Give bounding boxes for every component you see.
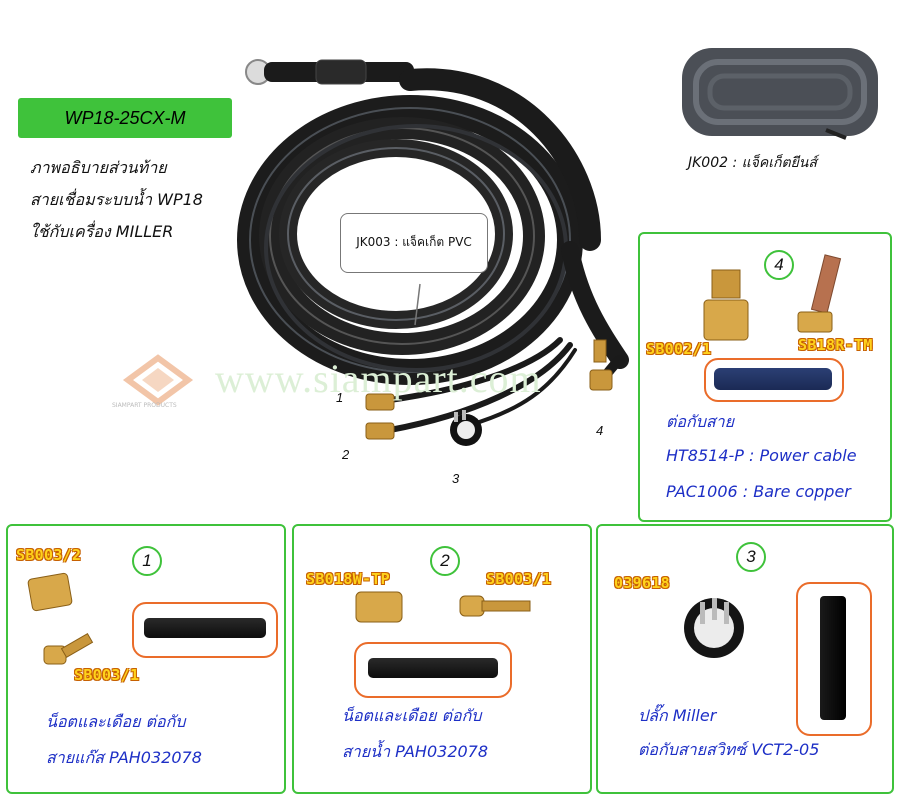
panel-4-code-right: SB18R-TM — [798, 336, 873, 354]
watermark: www.siampart.com — [215, 356, 542, 401]
panel-1: 1 SB003/2 SB003/1 น็อตและเดือย ต่อกับ สา… — [6, 524, 286, 794]
panel-3-code: 039618 — [614, 574, 670, 592]
panel-4-code-left: SB002/1 — [646, 340, 712, 358]
panel-4-blue-hose-image — [714, 368, 832, 390]
brass-nut-image — [27, 572, 73, 612]
panel-3-line-1: ปลั๊ก Miller — [638, 706, 717, 725]
panel-4-number: 4 — [764, 250, 794, 280]
panel-3-cable-frame — [796, 582, 872, 736]
panel-3-switch-cable-image — [820, 596, 846, 720]
miller-plug-image — [684, 598, 744, 658]
panel-2-code-right: SB003/1 — [486, 570, 552, 588]
panel-2-code-left: SB018W-TP — [306, 570, 390, 588]
hose-end-label-1: 1 — [336, 390, 344, 405]
panel-2-line-1: น็อตและเดือย ต่อกับ — [342, 706, 482, 725]
fitting-1-image — [365, 393, 395, 411]
panel-2-hose-frame — [354, 642, 512, 698]
panel-4-connect-label: ต่อกับสาย — [666, 412, 734, 431]
description-line-3: ใช้กับเครื่อง MILLER — [30, 222, 174, 241]
jeans-jacket-image — [682, 48, 878, 140]
panel-2-water-hose-image — [368, 658, 498, 678]
panel-3: 3 039618 ปลั๊ก Miller ต่อกับสายสวิทซ์ VC… — [596, 524, 894, 794]
panel-2-number: 2 — [430, 546, 460, 576]
brass-nut-2-image — [355, 591, 403, 623]
panel-1-gas-hose-image — [144, 618, 266, 638]
panel-1-code-bottom: SB003/1 — [74, 666, 140, 684]
panel-3-line-2: ต่อกับสายสวิทซ์ VCT2-05 — [638, 740, 820, 759]
description-line-1: ภาพอธิบายส่วนท้าย — [30, 158, 167, 177]
brass-tube-image — [797, 254, 842, 333]
panel-1-code-top: SB003/2 — [16, 546, 82, 564]
panel-4: 4 SB002/1 SB18R-TM ต่อกับสาย HT8514-P : … — [638, 232, 892, 522]
jacket-jeans-label: JK002 : แจ็คเก็ตยีนส์ — [688, 155, 817, 171]
panel-1-number: 1 — [132, 546, 162, 576]
panel-1-hose-frame — [132, 602, 278, 658]
siampart-logo — [122, 354, 194, 406]
torch-head-image — [245, 59, 414, 85]
panel-3-number: 3 — [736, 542, 766, 572]
brass-nipple-image — [43, 632, 94, 665]
panel-4-hose-frame — [704, 358, 844, 402]
logo-text: SIAMPART PRODUCTS — [112, 402, 177, 409]
jacket-pvc-callout: JK003 : แจ็คเก็ต PVC — [340, 213, 488, 273]
brass-adapter-image — [703, 269, 749, 341]
brass-nipple-2-image — [459, 595, 531, 617]
panel-1-line-2: สายแก๊ส PAH032078 — [46, 748, 202, 767]
fitting-4-image — [589, 339, 613, 391]
description-line-2: สายเชื่อมระบบน้ำ WP18 — [30, 190, 203, 209]
panel-2-line-2: สายน้ำ PAH032078 — [342, 742, 489, 761]
panel-2: 2 SB018W-TP SB003/1 น็อตและเดือย ต่อกับ … — [292, 524, 592, 794]
coiled-hose-image — [237, 68, 629, 385]
panel-4-line-2: PAC1006 : Bare copper — [666, 482, 851, 501]
plug-3-image — [450, 410, 482, 446]
hose-end-label-2: 2 — [342, 447, 350, 462]
description: ภาพอธิบายส่วนท้าย สายเชื่อมระบบน้ำ WP18 … — [30, 152, 203, 248]
hose-end-label-3: 3 — [452, 471, 460, 486]
panel-4-line-1: HT8514-P : Power cable — [666, 446, 857, 465]
hose-end-label-4: 4 — [596, 423, 604, 438]
torch-cable-image — [237, 59, 629, 446]
fitting-2-image — [365, 422, 395, 440]
panel-1-line-1: น็อตและเดือย ต่อกับ — [46, 712, 186, 731]
model-tag: WP18-25CX-M — [18, 98, 232, 138]
